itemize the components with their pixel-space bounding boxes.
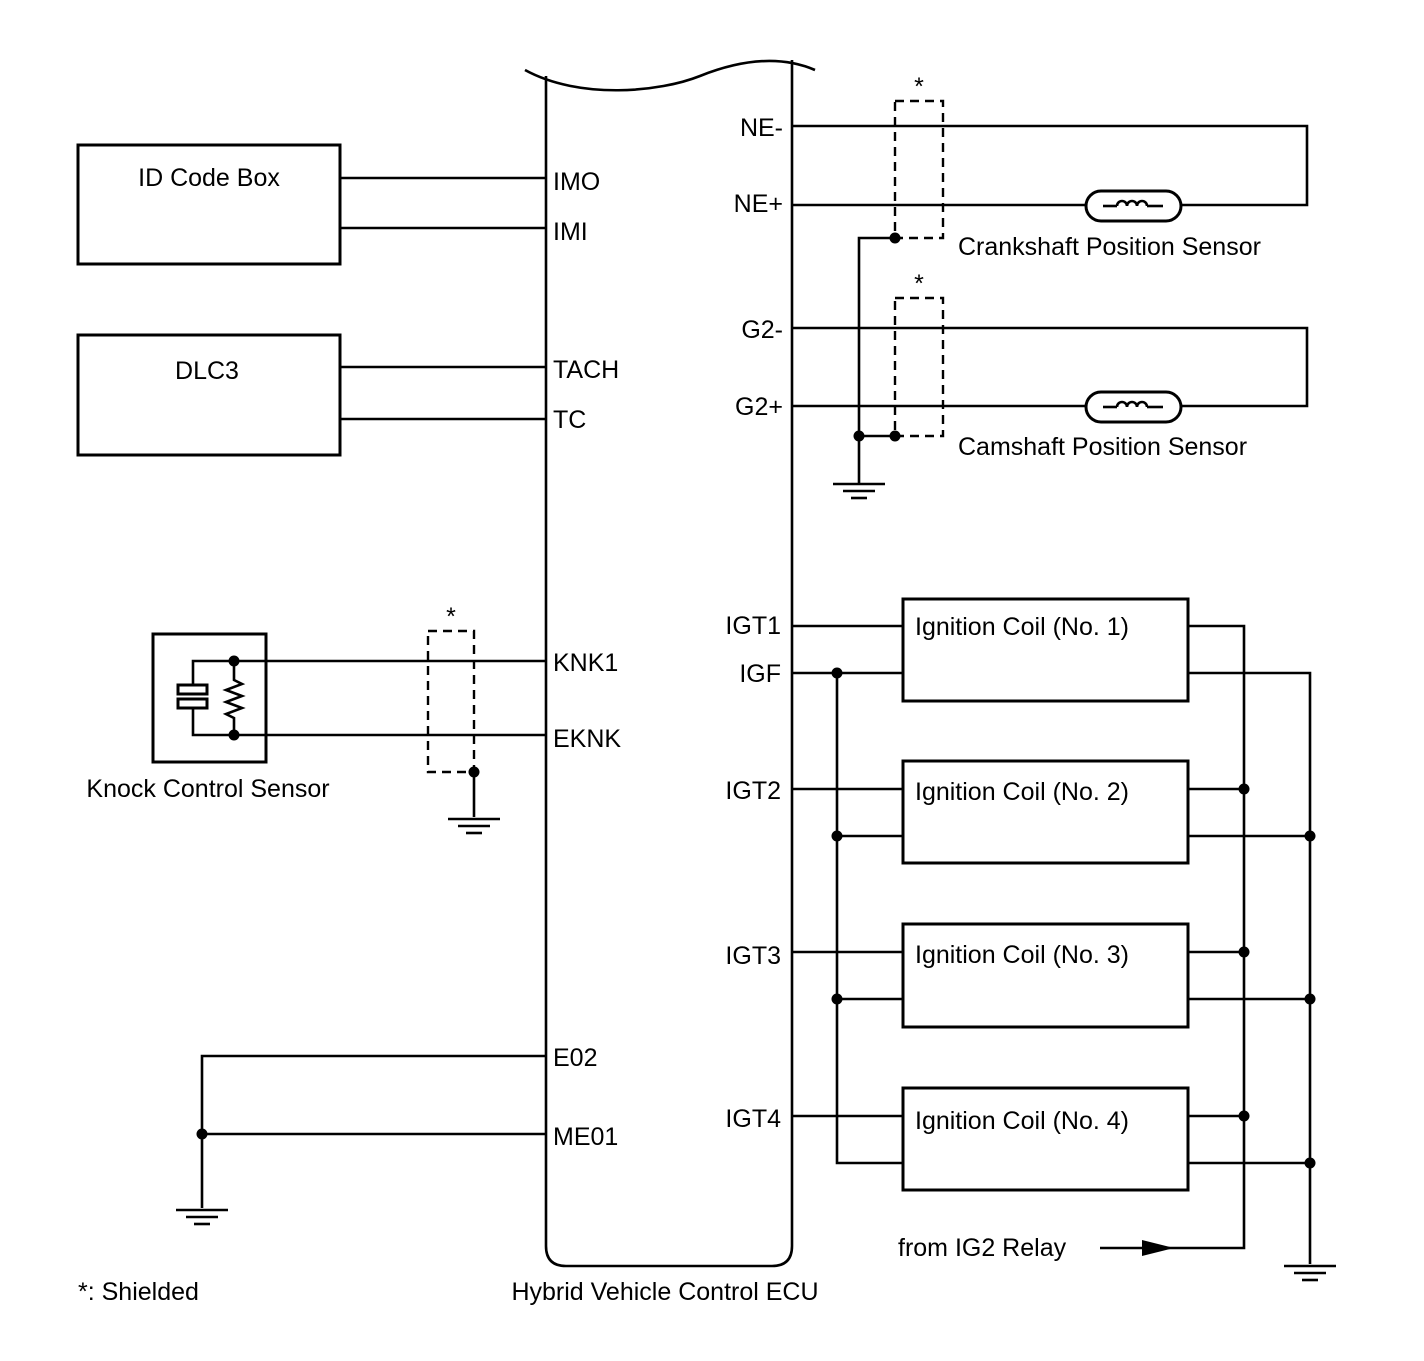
crankshaft-shield [893,99,945,240]
dlc3-label: DLC3 [175,357,239,385]
wire-e02 [200,1054,546,1208]
pin-imo: IMO [553,168,600,196]
pin-me01: ME01 [553,1123,618,1151]
pin-igt3: IGT3 [725,942,781,970]
ecu-ground-symbol [176,1208,228,1226]
knock-shield-mark: * [446,603,456,631]
camshaft-sensor-label: Camshaft Position Sensor [958,433,1247,461]
ignition-coil-2 [901,759,1190,865]
camshaft-sensor-coil [1084,390,1183,424]
coil-ground-symbol [1284,1264,1336,1282]
shield-legend: *: Shielded [78,1278,199,1306]
crankshaft-shield-mark: * [914,73,924,101]
ignition-coil-1 [901,597,1190,703]
sensor-ground-symbol [833,482,885,500]
igf-bus [835,673,903,1165]
pin-imi: IMI [553,218,588,246]
pin-igf: IGF [739,660,781,688]
pin-igt4: IGT4 [725,1105,781,1133]
ecu-label: Hybrid Vehicle Control ECU [511,1278,818,1306]
camshaft-shield [893,296,945,438]
pin-tach: TACH [553,356,619,384]
pin-g2-minus: G2- [741,316,783,344]
ignition-coil-4 [901,1086,1190,1192]
crankshaft-sensor-coil [1084,189,1183,223]
pin-knk1: KNK1 [553,649,618,677]
coil-ground-bus [1188,671,1312,1264]
wire-g2-minus [792,326,1309,408]
ignition-coil-2-label: Ignition Coil (No. 2) [915,778,1129,806]
id-code-box-label: ID Code Box [138,164,280,192]
knock-sensor [151,632,268,764]
pin-tc: TC [553,406,586,434]
pin-igt1: IGT1 [725,612,781,640]
shield-drain-wire [857,236,895,484]
knock-ground-symbol [448,817,500,835]
knock-sensor-label: Knock Control Sensor [86,775,329,803]
pin-e02: E02 [553,1044,597,1072]
pin-igt2: IGT2 [725,777,781,805]
ignition-coil-1-label: Ignition Coil (No. 1) [915,613,1129,641]
pin-ne-plus: NE+ [734,190,783,218]
relay-arrow-icon [1142,1240,1174,1256]
relay-label: from IG2 Relay [898,1234,1067,1262]
crankshaft-sensor-label: Crankshaft Position Sensor [958,233,1261,261]
ecu-body [524,59,816,1268]
pin-ne-minus: NE- [740,114,783,142]
ignition-coil-3 [901,922,1190,1029]
knock-shield [426,629,476,774]
pin-eknk: EKNK [553,725,621,753]
ignition-coil-4-label: Ignition Coil (No. 4) [915,1107,1129,1135]
id-code-box [76,143,342,266]
wire-ne-minus [792,124,1309,207]
ignition-coil-3-label: Ignition Coil (No. 3) [915,941,1129,969]
dlc3-box [76,333,342,457]
pin-g2-plus: G2+ [735,393,783,421]
camshaft-shield-mark: * [914,270,924,298]
